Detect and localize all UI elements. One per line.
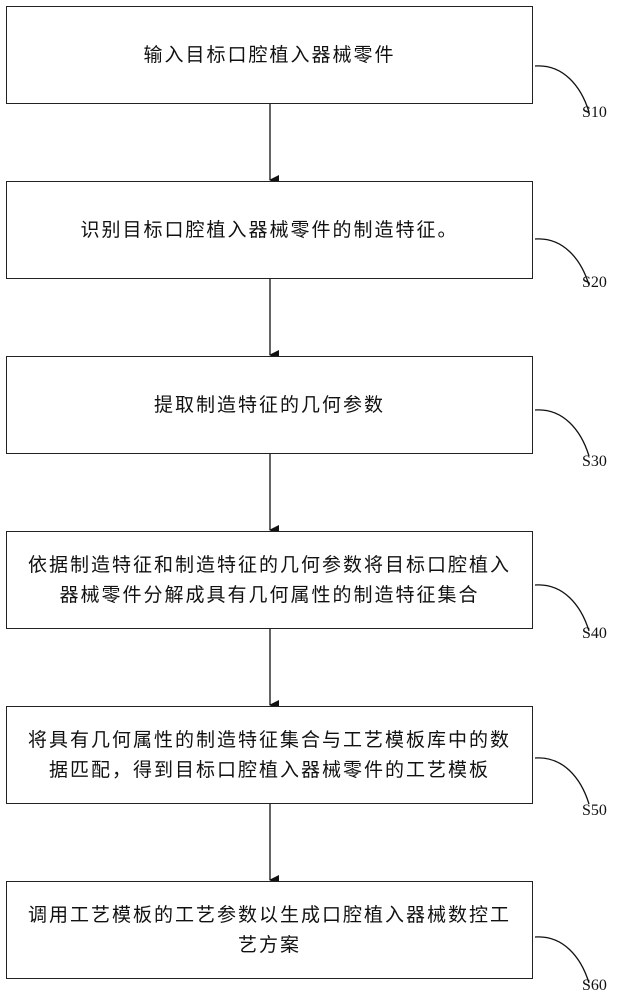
step-box-s50: 将具有几何属性的制造特征集合与工艺模板库中的数据匹配，得到目标口腔植入器械零件的… [6,706,533,804]
step-label-s20: S20 [582,274,607,291]
leader-curve [534,409,590,457]
step-label-s10: S10 [582,104,607,121]
step-box-s20: 识别目标口腔植入器械零件的制造特征。 [6,181,533,279]
step-box-s60: 调用工艺模板的工艺参数以生成口腔植入器械数控工艺方案 [6,881,533,979]
leader-curve [534,936,590,984]
step-label-s40: S40 [582,625,607,642]
leader-curve [534,65,590,113]
step-label-s30: S30 [582,453,607,470]
step-text-s40: 依据制造特征和制造特征的几何参数将目标口腔植入器械零件分解成具有几何属性的制造特… [27,554,511,606]
step-text-s60: 调用工艺模板的工艺参数以生成口腔植入器械数控工艺方案 [27,904,511,956]
step-box-s40: 依据制造特征和制造特征的几何参数将目标口腔植入器械零件分解成具有几何属性的制造特… [6,531,533,629]
leader-curve [534,757,590,805]
step-box-s30: 提取制造特征的几何参数 [6,356,533,454]
step-text-s10: 输入目标口腔植入器械零件 [143,44,396,66]
leader-curve [534,238,590,286]
step-text-s50: 将具有几何属性的制造特征集合与工艺模板库中的数据匹配，得到目标口腔植入器械零件的… [27,729,511,781]
step-text-s20: 识别目标口腔植入器械零件的制造特征。 [80,219,459,241]
step-text-s30: 提取制造特征的几何参数 [153,394,385,416]
step-box-s10: 输入目标口腔植入器械零件 [6,6,533,104]
step-label-s60: S60 [582,977,607,994]
step-label-s50: S50 [582,802,607,819]
leader-curve [534,584,590,632]
